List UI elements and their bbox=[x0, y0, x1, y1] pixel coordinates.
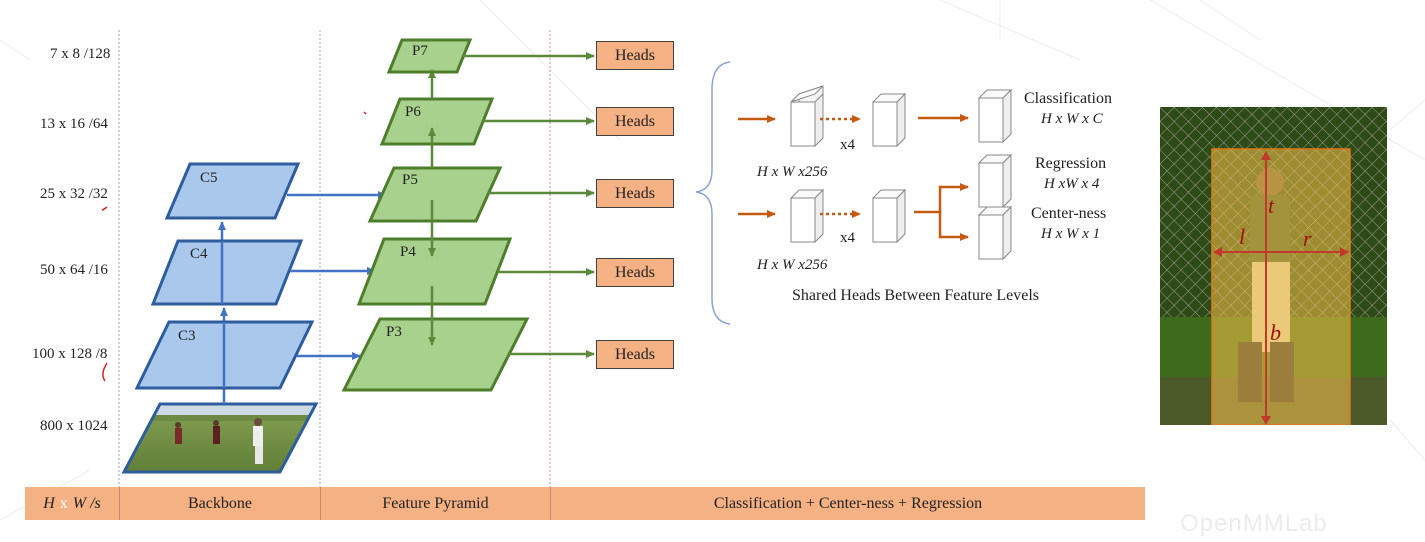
repeat-top: x4 bbox=[840, 137, 855, 153]
centerness-label: Center-ness bbox=[1031, 205, 1107, 222]
heads-box-p6: Heads bbox=[596, 107, 674, 136]
heads-box-p4: Heads bbox=[596, 258, 674, 287]
footer-heads: Classification + Center-ness + Regressio… bbox=[713, 494, 983, 512]
pyramid-p6-label: P6 bbox=[405, 104, 421, 120]
shared-head-classification-branch bbox=[738, 85, 1013, 148]
scale-label-p7: 7 x 8 /128 bbox=[50, 46, 111, 62]
scale-label-p5: 25 x 32 /32 bbox=[40, 186, 108, 202]
backbone-c5-label: C5 bbox=[200, 170, 218, 186]
annotation-dot bbox=[363, 111, 367, 115]
footer-hws-h: H bbox=[43, 494, 55, 512]
classification-label: Classification bbox=[1024, 90, 1112, 107]
footer-separator-2 bbox=[320, 487, 321, 520]
heads-box-p5: Heads bbox=[596, 179, 674, 208]
heads-box-p7: Heads bbox=[596, 41, 674, 70]
heads-box-p3: Heads bbox=[596, 340, 674, 369]
centerness-dim: H x W x 1 bbox=[1041, 226, 1101, 242]
shared-head-regression-branch bbox=[738, 153, 1013, 261]
bounding-box bbox=[1212, 149, 1350, 425]
annotation-mark-2 bbox=[102, 362, 108, 382]
pyramid-p4-label: P4 bbox=[400, 244, 416, 260]
backbone-c4-shape bbox=[150, 239, 304, 306]
footer-bar: H x W /s Backbone Feature Pyramid Classi… bbox=[25, 487, 1145, 520]
pyramid-p3-shape bbox=[341, 317, 530, 392]
backbone-c4-label: C4 bbox=[190, 246, 208, 262]
pyramid-p6-shape bbox=[379, 97, 495, 146]
feature-dim-bottom: H x W x256 bbox=[757, 257, 828, 273]
bbox-label-l: l bbox=[1239, 224, 1246, 249]
footer-hws-w: W /s bbox=[72, 494, 101, 512]
footer-hws: H x W /s bbox=[25, 487, 119, 520]
scale-label-input: 800 x 1024 bbox=[40, 418, 108, 434]
bbox-label-t: t bbox=[1268, 193, 1275, 218]
watermark: OpenMMLab bbox=[1180, 510, 1328, 537]
pyramid-p5-label: P5 bbox=[402, 172, 418, 188]
footer-backbone: Backbone bbox=[188, 494, 252, 512]
shared-heads-brace bbox=[695, 61, 731, 325]
regression-label: Regression bbox=[1035, 155, 1107, 172]
pyramid-p5-shape bbox=[367, 166, 503, 223]
footer-separator-1 bbox=[119, 487, 120, 520]
input-image bbox=[121, 402, 319, 474]
classification-dim: H x W x C bbox=[1041, 111, 1103, 127]
pyramid-p3-label: P3 bbox=[386, 324, 402, 340]
shared-heads-caption: Shared Heads Between Feature Levels bbox=[792, 287, 1040, 304]
pyramid-p7-shape bbox=[386, 38, 473, 74]
bbox-label-r: r bbox=[1303, 226, 1312, 251]
pyramid-p7-label: P7 bbox=[412, 43, 428, 59]
footer-pyramid: Feature Pyramid bbox=[382, 494, 489, 512]
pyramid-p4-shape bbox=[356, 237, 513, 306]
regression-dim: H xW x 4 bbox=[1044, 176, 1100, 192]
footer-hws-x: x bbox=[59, 494, 68, 512]
annotation-mark-1 bbox=[101, 206, 108, 211]
scale-label-p3: 100 x 128 /8 bbox=[32, 346, 108, 362]
backbone-c5-shape bbox=[164, 162, 301, 220]
backbone-c3-label: C3 bbox=[178, 328, 196, 344]
bbox-label-b: b bbox=[1270, 320, 1281, 345]
feature-dim-top: H x W x256 bbox=[757, 164, 828, 180]
repeat-bottom: x4 bbox=[840, 230, 855, 246]
scale-label-p4: 50 x 64 /16 bbox=[40, 262, 108, 278]
scale-label-p6: 13 x 16 /64 bbox=[40, 116, 108, 132]
example-photo bbox=[1160, 107, 1387, 425]
footer-separator-3 bbox=[550, 487, 551, 520]
